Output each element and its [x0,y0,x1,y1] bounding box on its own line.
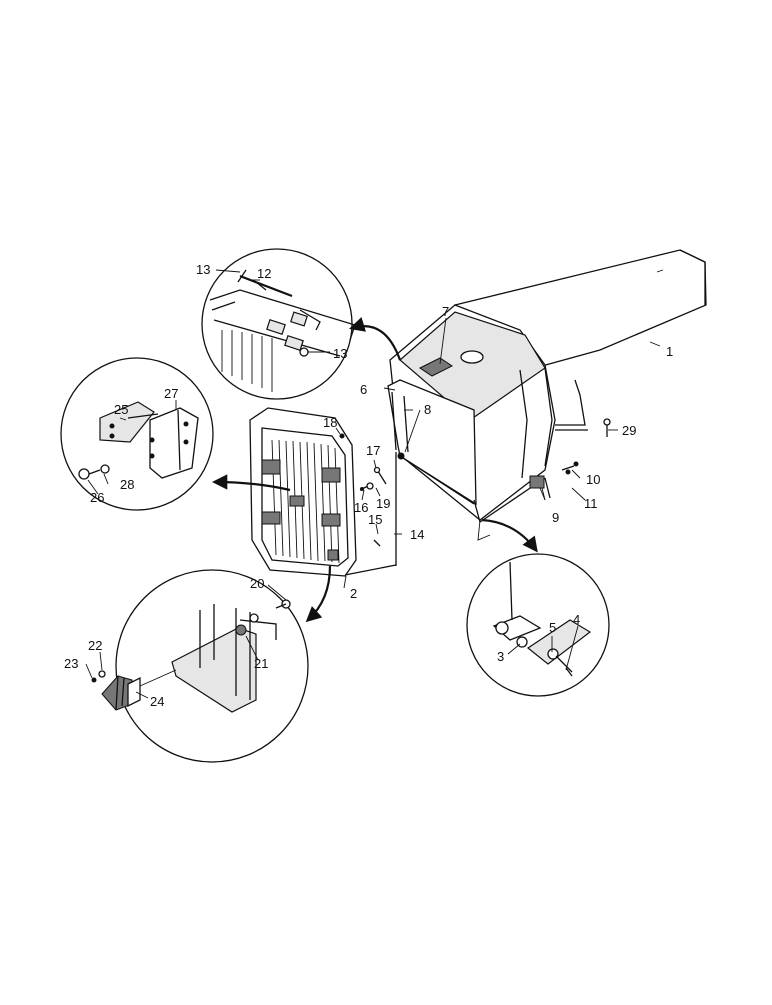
detail-mount-circle [91,569,309,763]
callout-20: 20 [250,576,264,591]
callout-17: 17 [366,443,380,458]
callout-16: 16 [354,500,368,515]
hood-assembly [387,249,707,541]
small-hardware [339,433,397,576]
callout-10: 10 [586,472,600,487]
callout-5: 5 [549,620,556,635]
radiator-grille [249,407,357,577]
callout-24: 24 [150,694,164,709]
callout-15: 15 [368,512,382,527]
detail-pin-circle [466,553,610,697]
callout-26: 26 [90,490,104,505]
bolts-10-11 [561,461,579,475]
callout-13b: 13 [333,346,347,361]
detail-arrows [211,317,538,623]
callout-21: 21 [254,656,268,671]
callout-1: 1 [666,344,673,359]
callout-2: 2 [350,586,357,601]
callout-8: 8 [424,402,431,417]
callout-25: 25 [114,402,128,417]
callout-3: 3 [497,649,504,664]
callout-13a: 13 [196,262,210,277]
callout-27: 27 [164,386,178,401]
callout-12: 12 [257,266,271,281]
callout-18: 18 [323,415,337,430]
detail-hinge-circle [201,248,356,400]
leader-lines [85,269,661,699]
bolt-29 [603,418,611,437]
callout-7: 7 [442,304,449,319]
callout-11: 11 [584,496,598,511]
callout-22: 22 [88,638,102,653]
callout-6: 6 [360,382,367,397]
callout-28: 28 [120,477,134,492]
callout-4: 4 [573,612,580,627]
callout-9: 9 [552,510,559,525]
detail-bracket-circle [60,357,214,511]
callout-23: 23 [64,656,78,671]
callout-14: 14 [410,527,424,542]
callout-19: 19 [376,496,390,511]
callout-29: 29 [622,423,636,438]
callout-labels: 1 2 3 4 5 6 7 8 9 10 11 12 13 13 14 15 1… [64,262,673,709]
